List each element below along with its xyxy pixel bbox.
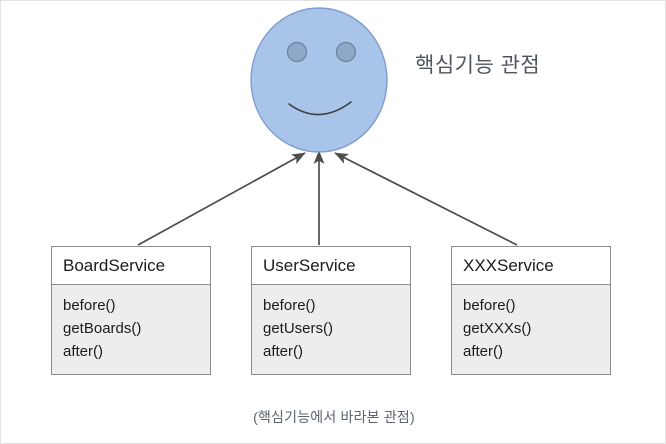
- face-smile-icon: [288, 101, 352, 116]
- uml-method: before(): [263, 297, 316, 314]
- perspective-label: 핵심기능 관점: [415, 54, 541, 77]
- uml-method: getBoards(): [63, 320, 142, 337]
- uml-method: after(): [63, 343, 104, 360]
- diagram-caption: (핵심기능에서 바라본 관점): [253, 409, 415, 425]
- uml-method: after(): [263, 343, 304, 360]
- uml-class-name: UserService: [252, 247, 410, 285]
- uml-method: getUsers(): [263, 320, 334, 337]
- uml-method-list: before() getUsers() after(): [252, 285, 410, 363]
- uml-method-list: before() getXXXs() after(): [452, 285, 610, 363]
- uml-method: after(): [463, 343, 504, 360]
- arrow-xxxservice-to-face: [334, 152, 518, 246]
- uml-method: before(): [63, 297, 116, 314]
- uml-class-name: BoardService: [52, 247, 210, 285]
- face-circle: [250, 7, 388, 153]
- uml-method: before(): [463, 297, 516, 314]
- arrow-boardservice-to-face: [137, 152, 306, 246]
- uml-class-xxxservice[interactable]: XXXService before() getXXXs() after(): [451, 246, 611, 375]
- uml-class-name: XXXService: [452, 247, 610, 285]
- uml-class-userservice[interactable]: UserService before() getUsers() after(): [251, 246, 411, 375]
- uml-method: getXXXs(): [463, 320, 532, 337]
- uml-class-boardservice[interactable]: BoardService before() getBoards() after(…: [51, 246, 211, 375]
- face-left-eye-icon: [286, 41, 308, 63]
- uml-method-list: before() getBoards() after(): [52, 285, 210, 363]
- face-right-eye-icon: [335, 41, 357, 63]
